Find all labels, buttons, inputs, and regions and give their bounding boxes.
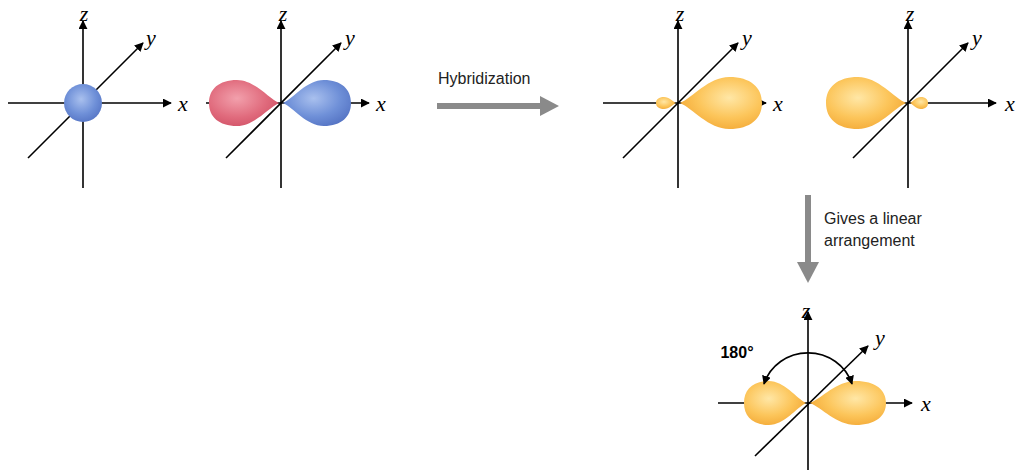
axis-label: z [676, 2, 685, 26]
axis-label: z [802, 299, 811, 323]
axis-label: x [178, 92, 188, 116]
axis-label: y [972, 26, 982, 50]
process-arrow [437, 96, 559, 116]
axis-label: y [345, 26, 355, 50]
axis-label: y [742, 26, 752, 50]
axis-label: x [1005, 92, 1015, 116]
axis-label: x [376, 92, 386, 116]
axis-label: y [875, 326, 885, 350]
step-label: Hybridization [438, 70, 530, 88]
axis-label: z [279, 2, 288, 26]
sp-hybrid-orbital [603, 21, 766, 188]
process-arrow [797, 195, 819, 283]
s-orbital [8, 21, 171, 188]
axis-label: x [921, 392, 931, 416]
p-orbital [206, 21, 369, 188]
axis-label: z [80, 2, 89, 26]
linear-arrangement [718, 312, 912, 470]
step-label: Gives a linear arrangement [824, 208, 949, 251]
angle-label: 180° [720, 344, 753, 362]
angle-arc [764, 353, 852, 384]
axis-label: z [906, 2, 915, 26]
axis-label: x [773, 92, 783, 116]
axis-label: y [146, 26, 156, 50]
sp-hybrid-orbital [826, 21, 996, 188]
